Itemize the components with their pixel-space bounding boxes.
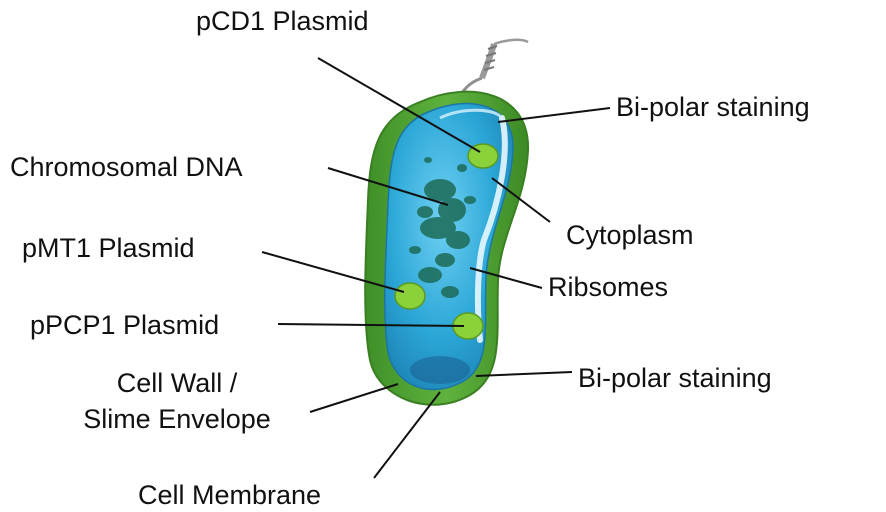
label-cell-wall-line2: Slime Envelope	[50, 404, 304, 434]
bipolar-staining-bottom-mark	[410, 356, 470, 384]
label-pmt1-plasmid: pMT1 Plasmid	[22, 233, 195, 263]
label-cytoplasm: Cytoplasm	[566, 220, 694, 250]
label-ribosomes: Ribsomes	[548, 272, 668, 302]
label-ppcp1-plasmid: pPCP1 Plasmid	[30, 310, 219, 340]
label-chromosomal-dna: Chromosomal DNA	[10, 152, 243, 182]
label-cell-membrane: Cell Membrane	[138, 480, 321, 510]
label-bipolar-staining-bottom: Bi-polar staining	[578, 363, 772, 393]
label-cell-wall-line1: Cell Wall /	[82, 368, 272, 398]
leader-cell-membrane	[374, 392, 440, 478]
leader-cell-wall	[310, 384, 398, 412]
pmt1-plasmid-dot	[395, 283, 425, 309]
label-pcd1-plasmid: pCD1 Plasmid	[196, 6, 369, 36]
label-bipolar-staining-top: Bi-polar staining	[616, 92, 810, 122]
